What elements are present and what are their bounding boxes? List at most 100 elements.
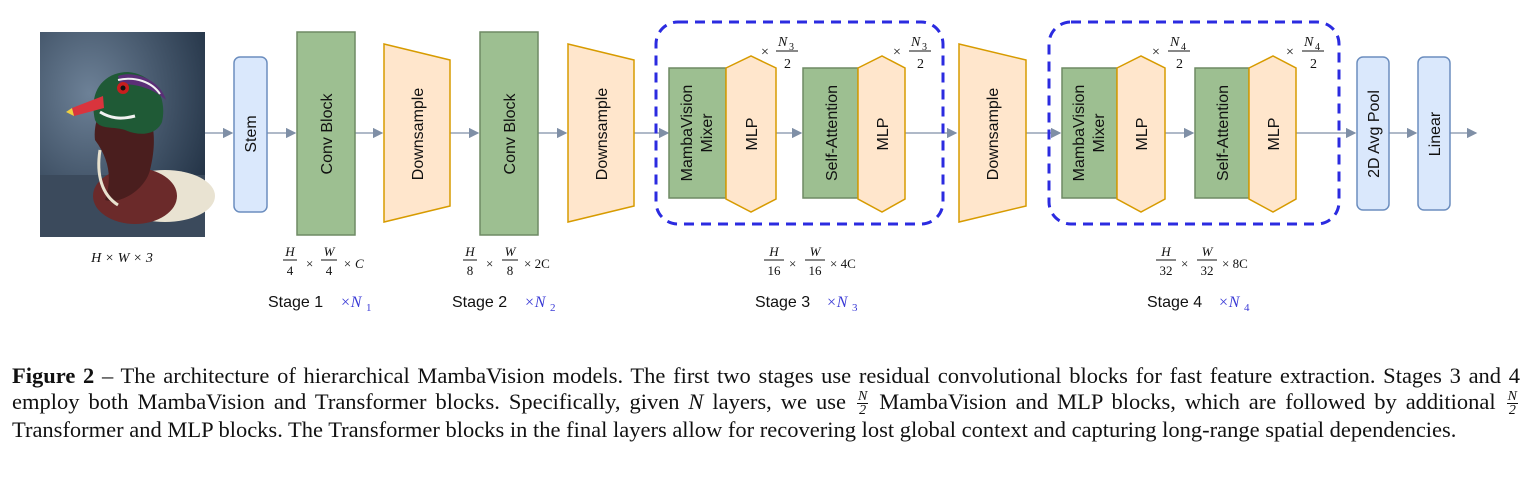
svg-text:Stage 2: Stage 2 bbox=[452, 294, 507, 311]
svg-text:×N: ×N bbox=[340, 294, 363, 311]
downsample1-block bbox=[383, 43, 451, 223]
svg-text:8: 8 bbox=[507, 263, 514, 278]
stage3-hybrid-box bbox=[654, 20, 945, 226]
stage4-mlp-block-a bbox=[1116, 55, 1166, 213]
svg-text:× 4C: × 4C bbox=[830, 256, 856, 271]
svg-text:×N: ×N bbox=[1218, 294, 1241, 311]
figure-caption: Figure 2 – The architecture of hierarchi… bbox=[12, 363, 1520, 443]
stage2-conv-block bbox=[479, 31, 539, 236]
svg-text:W: W bbox=[1202, 244, 1214, 259]
svg-text:4: 4 bbox=[287, 263, 294, 278]
svg-text:×: × bbox=[1181, 256, 1188, 271]
stage3-repeat-b: × N 3 2 bbox=[893, 35, 931, 72]
svg-text:32: 32 bbox=[1201, 263, 1214, 278]
linear-label: Linear bbox=[1427, 111, 1444, 156]
downsample2-block bbox=[567, 43, 635, 223]
svg-text:×: × bbox=[306, 256, 313, 271]
svg-text:W: W bbox=[505, 244, 517, 259]
svg-text:×: × bbox=[789, 256, 796, 271]
svg-text:Stage 1: Stage 1 bbox=[268, 294, 323, 311]
svg-text:4: 4 bbox=[1181, 42, 1186, 53]
stage4-repeat-b: × N 4 2 bbox=[1286, 35, 1324, 72]
stage4-repeat-a: × N 4 2 bbox=[1152, 35, 1190, 72]
stage3-repeat-a: × N 3 2 bbox=[761, 35, 798, 72]
stage3-mixer-label-1: MambaVision bbox=[679, 85, 696, 182]
stage3-mixer-label-2: Mixer bbox=[699, 113, 716, 153]
stage1-title: Stage 1 ×N 1 bbox=[268, 294, 372, 314]
stage4-mlp-label-a: MLP bbox=[1134, 118, 1151, 151]
svg-text:4: 4 bbox=[1244, 302, 1250, 314]
svg-text:×N: ×N bbox=[826, 294, 849, 311]
stage4-dims: H 32 × W 32 × 8C bbox=[1156, 244, 1248, 278]
svg-text:×: × bbox=[1286, 45, 1294, 60]
downsample3-label: Downsample bbox=[985, 88, 1002, 181]
caption-n: N bbox=[688, 389, 704, 414]
caption-dash: – bbox=[94, 363, 121, 388]
svg-text:×: × bbox=[761, 45, 769, 60]
stage1-dims: H 4 × W 4 × C bbox=[283, 244, 364, 278]
svg-text:2: 2 bbox=[784, 57, 791, 72]
stage4-hybrid-box bbox=[1047, 20, 1341, 226]
svg-text:W: W bbox=[324, 244, 336, 259]
downsample2-label: Downsample bbox=[594, 88, 611, 181]
stage3-mlp-label-b: MLP bbox=[875, 118, 892, 151]
stage1-conv-block bbox=[296, 31, 356, 236]
svg-text:8: 8 bbox=[467, 263, 474, 278]
svg-text:H: H bbox=[284, 244, 295, 259]
stem-label: Stem bbox=[243, 115, 260, 152]
stage2-dims: H 8 × W 8 × 2C bbox=[463, 244, 550, 278]
avg-pool-label: 2D Avg Pool bbox=[1366, 90, 1383, 178]
svg-text:×: × bbox=[893, 45, 901, 60]
stage3-mlp-block-a bbox=[725, 55, 777, 213]
stage3-mixer-block bbox=[668, 67, 727, 199]
stage4-mixer-block bbox=[1061, 67, 1118, 199]
architecture-diagram: H × W × 3 Stem Conv Block Downsample Con… bbox=[40, 20, 1478, 314]
svg-text:×: × bbox=[486, 256, 493, 271]
stage3-title: Stage 3 ×N 3 bbox=[755, 294, 858, 314]
svg-text:Stage 3: Stage 3 bbox=[755, 294, 810, 311]
svg-text:2: 2 bbox=[1176, 57, 1183, 72]
stage3-mlp-block-b bbox=[857, 55, 906, 213]
stage3-attention-label: Self-Attention bbox=[824, 85, 841, 181]
caption-text-2: layers, we use bbox=[703, 389, 855, 414]
svg-text:3: 3 bbox=[852, 302, 858, 314]
stage4-mlp-block-b bbox=[1248, 55, 1297, 213]
svg-text:3: 3 bbox=[789, 42, 794, 53]
svg-text:32: 32 bbox=[1160, 263, 1173, 278]
svg-text:× 8C: × 8C bbox=[1222, 256, 1248, 271]
stage4-title: Stage 4 ×N 4 bbox=[1147, 294, 1250, 314]
linear-block bbox=[1417, 56, 1451, 211]
input-dims: H × W × 3 bbox=[90, 251, 153, 266]
stage1-conv-label: Conv Block bbox=[319, 93, 336, 175]
caption-text-4: Transformer and MLP blocks. The Transfor… bbox=[12, 417, 1457, 443]
downsample3-block bbox=[958, 43, 1027, 223]
svg-text:3: 3 bbox=[922, 42, 927, 53]
svg-text:N: N bbox=[777, 35, 788, 50]
svg-text:H: H bbox=[768, 244, 779, 259]
stage4-mixer-label-2: Mixer bbox=[1091, 113, 1108, 153]
svg-text:N: N bbox=[1169, 35, 1180, 50]
svg-text:H: H bbox=[464, 244, 475, 259]
stage2-title: Stage 2 ×N 2 bbox=[452, 294, 556, 314]
svg-text:4: 4 bbox=[1315, 42, 1320, 53]
svg-text:16: 16 bbox=[768, 263, 782, 278]
svg-text:H: H bbox=[1160, 244, 1171, 259]
svg-text:N: N bbox=[910, 35, 921, 50]
svg-text:2: 2 bbox=[917, 57, 924, 72]
svg-text:2: 2 bbox=[1310, 57, 1317, 72]
svg-text:4: 4 bbox=[326, 263, 333, 278]
caption-text-3: MambaVision and MLP blocks, which are fo… bbox=[870, 389, 1505, 414]
stage4-attention-block bbox=[1194, 67, 1250, 199]
svg-text:N: N bbox=[1303, 35, 1314, 50]
stage2-conv-label: Conv Block bbox=[502, 93, 519, 175]
svg-text:×: × bbox=[1152, 45, 1160, 60]
stage3-mlp-label-a: MLP bbox=[744, 118, 761, 151]
svg-text:2: 2 bbox=[550, 302, 556, 314]
downsample1-label: Downsample bbox=[410, 88, 427, 181]
svg-text:W: W bbox=[810, 244, 822, 259]
stage3-dims: H 16 × W 16 × 4C bbox=[764, 244, 856, 278]
svg-text:16: 16 bbox=[809, 263, 823, 278]
svg-text:×N: ×N bbox=[524, 294, 547, 311]
